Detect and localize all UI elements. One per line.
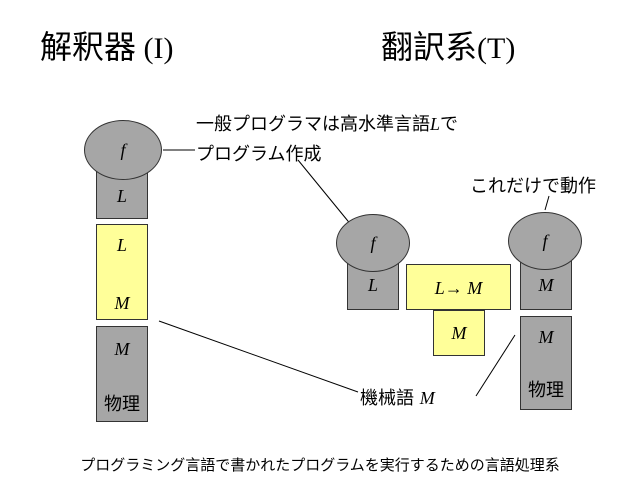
translator-heading-abbr: (T) — [477, 32, 516, 65]
output-program-lang-label: M — [538, 274, 554, 295]
translator-machine-lang: M — [538, 326, 554, 347]
interpreter-heading-text: 解釈器 — [40, 28, 137, 66]
programmer-callout: 一般プログラマは高水準言語Lで — [196, 110, 458, 136]
interpreter-program-label: f — [120, 139, 126, 160]
just-this-callout-line — [544, 195, 550, 211]
translator-machine-box: M 物理 — [520, 316, 572, 410]
output-program-label: f — [542, 230, 548, 251]
translator-heading: 翻訳系(T) — [381, 22, 515, 68]
interpreter-box: L M — [96, 224, 148, 320]
interpreter-output-lang: M — [114, 292, 130, 313]
programmer-callout-lang: L — [430, 114, 441, 134]
programmer-callout-end: で — [440, 114, 459, 135]
machine-lang-line-right — [475, 334, 516, 397]
programmer-callout-text: 一般プログラマは高水準言語 — [196, 114, 430, 135]
compiler-label: L→ M — [434, 277, 483, 298]
programmer-callout-line2: プログラム作成 — [196, 144, 322, 165]
machine-lang-callout: 機械語 M — [360, 384, 435, 410]
machine-lang-symbol: M — [419, 388, 435, 408]
interpreter-heading: 解釈器 (I) — [40, 22, 174, 68]
source-program-lang-label: L — [367, 274, 378, 295]
translator-heading-text: 翻訳系 — [381, 28, 478, 66]
just-this-callout: これだけで動作 — [470, 176, 596, 197]
compiler-runtime-box: M — [433, 310, 485, 356]
caption: プログラミング言語で書かれたプログラムを実行するための言語処理系 — [80, 456, 560, 474]
interpreter-program-lang-label: L — [116, 185, 127, 206]
interpreter-machine-lang: M — [114, 338, 130, 359]
compiler-box: L→ M — [406, 264, 511, 310]
machine-lang-line-left — [158, 320, 359, 393]
interpreter-input-lang: L — [116, 234, 127, 255]
translator-machine-label: 物理 — [528, 380, 564, 401]
interpreter-machine-label: 物理 — [104, 394, 140, 415]
programmer-callout-line-2 — [297, 159, 353, 227]
machine-lang-text: 機械語 — [360, 388, 414, 409]
interpreter-program-ellipse: f — [84, 120, 162, 180]
compiler-runtime-lang: M — [451, 322, 467, 343]
source-program-label: f — [370, 232, 376, 253]
interpreter-machine-box: M 物理 — [96, 326, 148, 422]
source-program-ellipse: f — [336, 214, 410, 272]
interpreter-heading-abbr: (I) — [136, 32, 174, 65]
output-program-ellipse: f — [508, 212, 582, 270]
